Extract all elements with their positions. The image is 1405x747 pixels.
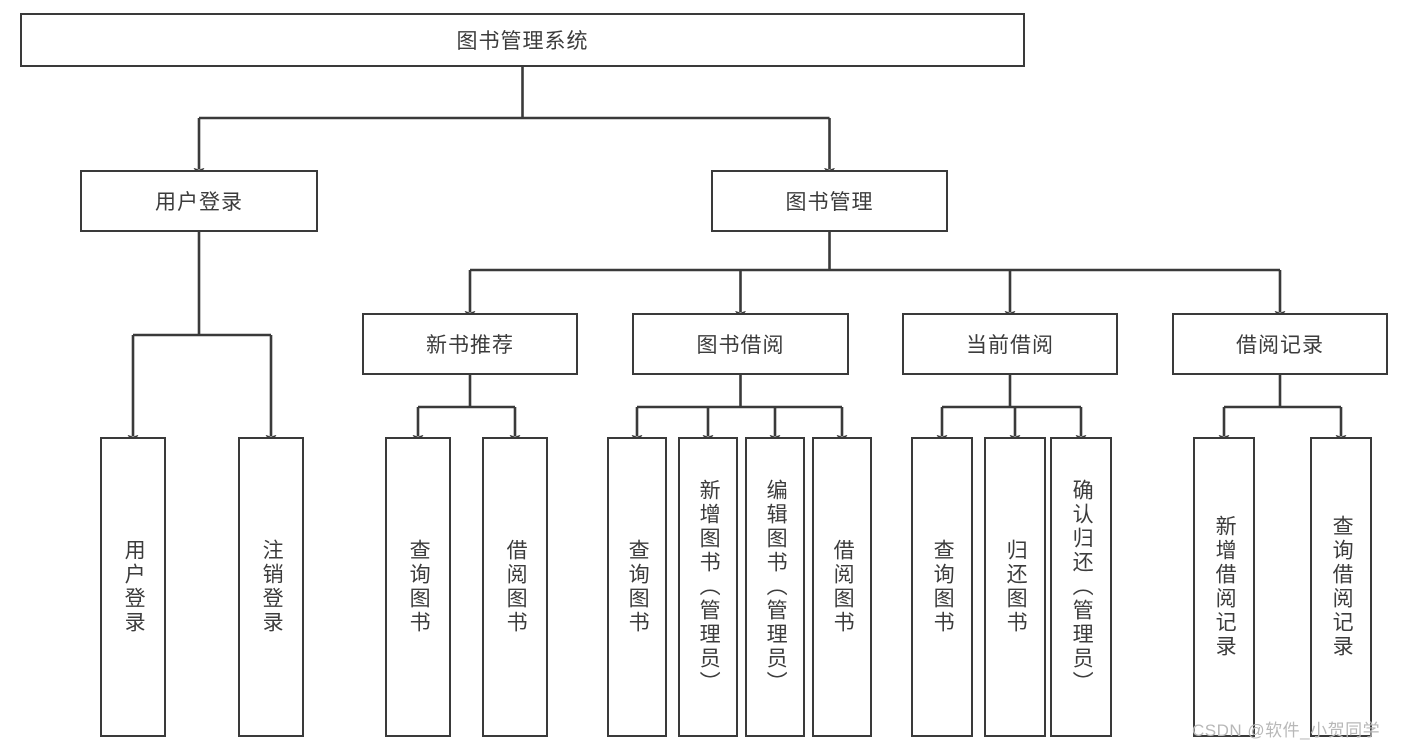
node-leaf-cb-query[interactable]: 查询图书 xyxy=(911,437,973,737)
node-label: 用户登录 xyxy=(122,539,146,635)
node-label: 注销登录 xyxy=(260,539,284,635)
node-label: 新增借阅记录 xyxy=(1213,515,1237,659)
node-label: 确认归还（管理员） xyxy=(1070,479,1094,695)
node-leaf-bb-borrow[interactable]: 借阅图书 xyxy=(812,437,872,737)
node-label: 借阅图书 xyxy=(831,539,855,635)
node-leaf-rec-query[interactable]: 查询图书 xyxy=(385,437,451,737)
watermark: CSDN @软件_小贺同学 xyxy=(1192,721,1381,740)
node-leaf-bb-add[interactable]: 新增图书（管理员） xyxy=(678,437,738,737)
node-label: 借阅图书 xyxy=(504,539,528,635)
node-current-borrow[interactable]: 当前借阅 xyxy=(902,313,1118,375)
node-label: 图书管理系统 xyxy=(456,30,589,53)
node-leaf-bb-query[interactable]: 查询图书 xyxy=(607,437,667,737)
node-label: 查询图书 xyxy=(407,539,431,635)
node-root[interactable]: 图书管理系统 xyxy=(20,13,1025,67)
node-label: 查询图书 xyxy=(626,539,650,635)
node-label: 借阅记录 xyxy=(1236,334,1324,357)
node-label: 图书借阅 xyxy=(696,334,785,357)
node-label: 查询图书 xyxy=(931,539,955,635)
node-leaf-user-logout[interactable]: 注销登录 xyxy=(238,437,304,737)
node-leaf-br-add[interactable]: 新增借阅记录 xyxy=(1193,437,1255,737)
node-label: 编辑图书（管理员） xyxy=(764,479,788,695)
node-book-borrow[interactable]: 图书借阅 xyxy=(632,313,849,375)
node-label: 新增图书（管理员） xyxy=(697,479,721,695)
node-new-book-rec[interactable]: 新书推荐 xyxy=(362,313,578,375)
node-label: 用户登录 xyxy=(155,191,243,214)
node-leaf-cb-confirm[interactable]: 确认归还（管理员） xyxy=(1050,437,1112,737)
node-label: 查询借阅记录 xyxy=(1330,515,1354,659)
node-label: 当前借阅 xyxy=(966,334,1054,357)
node-label: 新书推荐 xyxy=(426,334,514,357)
node-borrow-record[interactable]: 借阅记录 xyxy=(1172,313,1388,375)
node-leaf-user-login[interactable]: 用户登录 xyxy=(100,437,166,737)
node-leaf-bb-edit[interactable]: 编辑图书（管理员） xyxy=(745,437,805,737)
node-leaf-br-query[interactable]: 查询借阅记录 xyxy=(1310,437,1372,737)
node-leaf-rec-borrow[interactable]: 借阅图书 xyxy=(482,437,548,737)
node-user-login[interactable]: 用户登录 xyxy=(80,170,318,232)
node-book-mgmt[interactable]: 图书管理 xyxy=(711,170,948,232)
node-label: 归还图书 xyxy=(1004,539,1028,635)
node-leaf-cb-return[interactable]: 归还图书 xyxy=(984,437,1046,737)
node-label: 图书管理 xyxy=(785,191,874,214)
